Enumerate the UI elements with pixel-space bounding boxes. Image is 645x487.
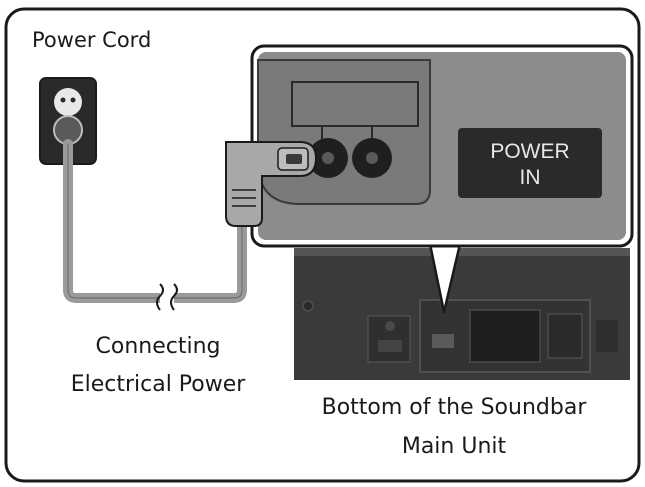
power-in-box xyxy=(458,128,602,198)
cord-break-icon xyxy=(156,283,178,311)
power-cord-label: Power Cord xyxy=(32,28,152,52)
callout-pointer xyxy=(428,243,462,314)
main-unit-label: Main Unit xyxy=(401,434,507,459)
electrical-power-label: Electrical Power xyxy=(70,372,246,397)
power-in-line2: IN xyxy=(520,166,541,189)
connecting-label: Connecting xyxy=(95,334,221,359)
soundbar-bottom-view xyxy=(294,248,630,380)
power-in-line1: POWER xyxy=(490,140,569,163)
power-plug-icon xyxy=(225,141,318,227)
power-cord-line xyxy=(63,139,247,303)
zoom-callout: POWER IN xyxy=(250,44,634,248)
bottom-of-soundbar-label: Bottom of the Soundbar xyxy=(321,395,587,420)
power-cord-outline xyxy=(67,144,243,299)
